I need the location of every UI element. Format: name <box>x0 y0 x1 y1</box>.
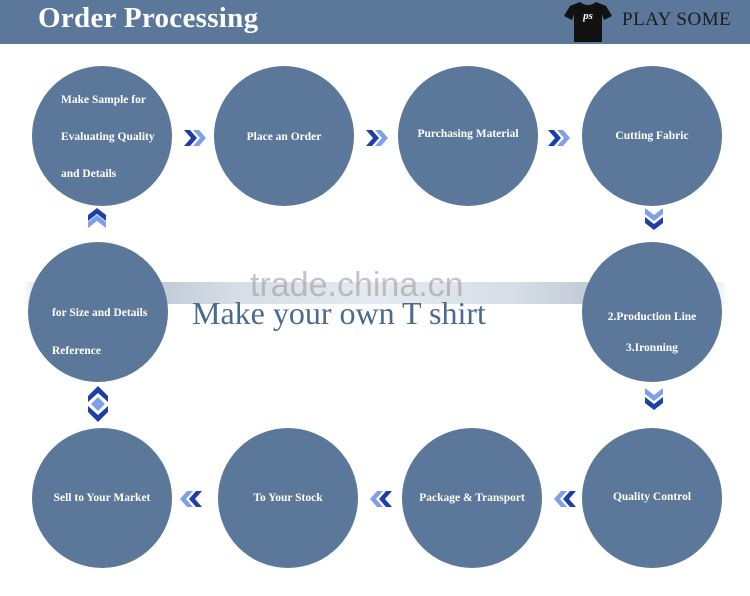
double-chevron-right-icon <box>366 130 388 146</box>
step-production: 2.Production Line 3.Ironning <box>582 242 722 382</box>
step-label: Evaluating Quality <box>61 131 155 143</box>
double-chevron-down-icon <box>645 388 663 410</box>
step-label: To Your Stock <box>253 492 323 504</box>
step-label: Purchasing Material <box>417 128 519 140</box>
watermark-band <box>22 282 728 304</box>
step-label: Quality Control <box>612 491 692 503</box>
step-size-reference: for Size and Details Reference <box>28 242 168 382</box>
step-purchasing-material: Purchasing Material <box>398 66 538 206</box>
double-chevron-up-icon <box>88 386 108 422</box>
step-label: and Details <box>61 168 117 180</box>
tshirt-logo-icon: ps <box>562 0 614 44</box>
step-label: Place an Order <box>246 131 322 143</box>
step-place-order: Place an Order <box>214 66 354 206</box>
logo-text: ps <box>583 10 593 22</box>
double-chevron-right-icon <box>548 130 570 146</box>
double-chevron-left-icon <box>180 491 202 507</box>
step-to-stock: To Your Stock <box>218 428 358 568</box>
step-label: 3.Ironning <box>626 342 678 354</box>
step-label: Cutting Fabric <box>615 130 689 142</box>
step-label: Package & Transport <box>419 492 525 504</box>
double-chevron-right-icon <box>184 130 206 146</box>
double-chevron-up-icon <box>88 208 106 228</box>
center-slogan: Make your own T shirt <box>192 295 486 331</box>
double-chevron-down-icon <box>645 208 663 230</box>
double-chevron-left-icon <box>370 491 392 507</box>
double-chevron-left-icon <box>554 491 576 507</box>
step-sell-market: Sell to Your Market <box>32 428 172 568</box>
page-title: Order Processing <box>38 2 259 34</box>
brand-name: PLAY SOME <box>622 9 732 30</box>
step-package-transport: Package & Transport <box>402 428 542 568</box>
step-label: for Size and Details <box>52 307 148 319</box>
step-label: 2.Production Line <box>607 311 697 323</box>
step-label: Make Sample for <box>61 94 146 106</box>
step-cutting-fabric: Cutting Fabric <box>582 66 722 206</box>
step-quality-control: Quality Control <box>582 428 722 568</box>
header-bar: Order Processing ps PLAY SOME <box>0 0 750 44</box>
step-make-sample: Make Sample for Evaluating Quality and D… <box>32 66 172 206</box>
watermark-text: trade.china.cn <box>250 266 464 304</box>
step-label: Sell to Your Market <box>53 492 151 504</box>
step-label: Reference <box>52 345 101 357</box>
